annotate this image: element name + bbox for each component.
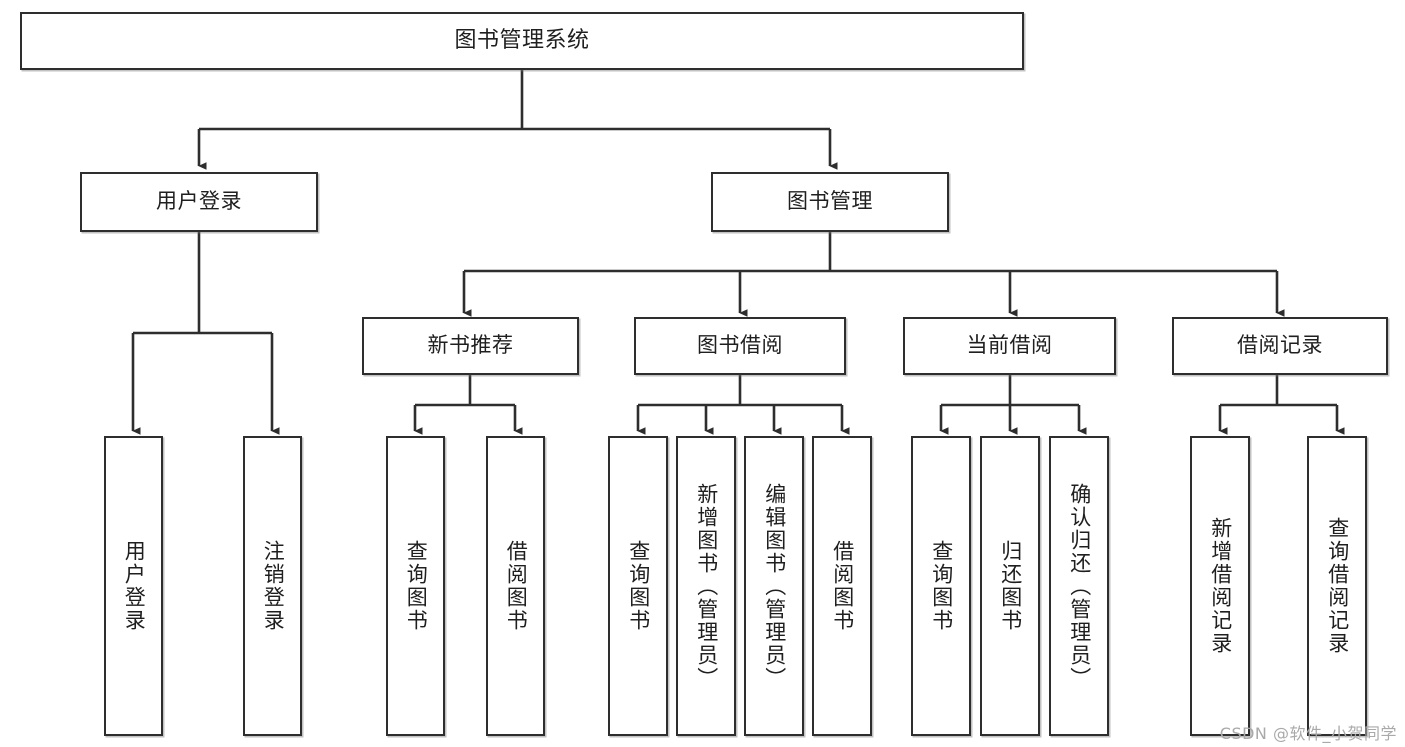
leaf-current-return-book[interactable]: 归还图书 xyxy=(980,436,1040,736)
leaf-user-login-logout[interactable]: 注销登录 xyxy=(243,436,302,736)
leaf-user-login-login[interactable]: 用户登录 xyxy=(104,436,163,736)
node-new-book-recommend[interactable]: 新书推荐 xyxy=(362,317,579,375)
node-label: 新增图书（管理员） xyxy=(694,482,719,690)
node-label: 用户登录 xyxy=(122,540,147,632)
node-label: 新增借阅记录 xyxy=(1208,517,1233,655)
leaf-current-confirm-return[interactable]: 确认归还（管理员） xyxy=(1049,436,1109,736)
leaf-borrow-edit-book[interactable]: 编辑图书（管理员） xyxy=(744,436,804,736)
node-label: 当前借阅 xyxy=(966,333,1053,358)
node-label: 查询图书 xyxy=(626,540,651,632)
node-label: 确认归还（管理员） xyxy=(1067,482,1092,690)
node-book-borrow[interactable]: 图书借阅 xyxy=(634,317,846,375)
node-label: 注销登录 xyxy=(261,540,286,632)
node-root-system[interactable]: 图书管理系统 xyxy=(20,12,1024,70)
node-label: 编辑图书（管理员） xyxy=(762,482,787,690)
node-label: 新书推荐 xyxy=(427,333,514,358)
node-borrow-records[interactable]: 借阅记录 xyxy=(1172,317,1388,375)
node-label: 图书借阅 xyxy=(697,333,783,358)
node-label: 图书管理 xyxy=(787,189,873,214)
node-user-login[interactable]: 用户登录 xyxy=(80,172,318,232)
leaf-borrow-add-book[interactable]: 新增图书（管理员） xyxy=(676,436,736,736)
leaf-records-add-record[interactable]: 新增借阅记录 xyxy=(1190,436,1250,736)
leaf-records-query-record[interactable]: 查询借阅记录 xyxy=(1307,436,1367,736)
leaf-new-book-query[interactable]: 查询图书 xyxy=(386,436,445,736)
leaf-new-book-borrow[interactable]: 借阅图书 xyxy=(486,436,545,736)
node-label: 查询借阅记录 xyxy=(1325,517,1350,655)
node-book-management[interactable]: 图书管理 xyxy=(711,172,949,232)
leaf-borrow-query-book[interactable]: 查询图书 xyxy=(608,436,668,736)
node-label: 借阅图书 xyxy=(504,540,529,632)
leaf-current-query-book[interactable]: 查询图书 xyxy=(911,436,971,736)
leaf-borrow-borrow-book[interactable]: 借阅图书 xyxy=(812,436,872,736)
node-label: 用户登录 xyxy=(156,189,242,214)
watermark: CSDN @软件_小贺同学 xyxy=(1219,724,1397,743)
node-label: 借阅图书 xyxy=(830,540,855,632)
node-label: 图书管理系统 xyxy=(454,27,590,53)
node-current-borrow[interactable]: 当前借阅 xyxy=(903,317,1116,375)
node-label: 借阅记录 xyxy=(1237,333,1323,358)
node-label: 查询图书 xyxy=(929,540,954,632)
node-label: 归还图书 xyxy=(998,540,1023,632)
node-label: 查询图书 xyxy=(404,540,429,632)
